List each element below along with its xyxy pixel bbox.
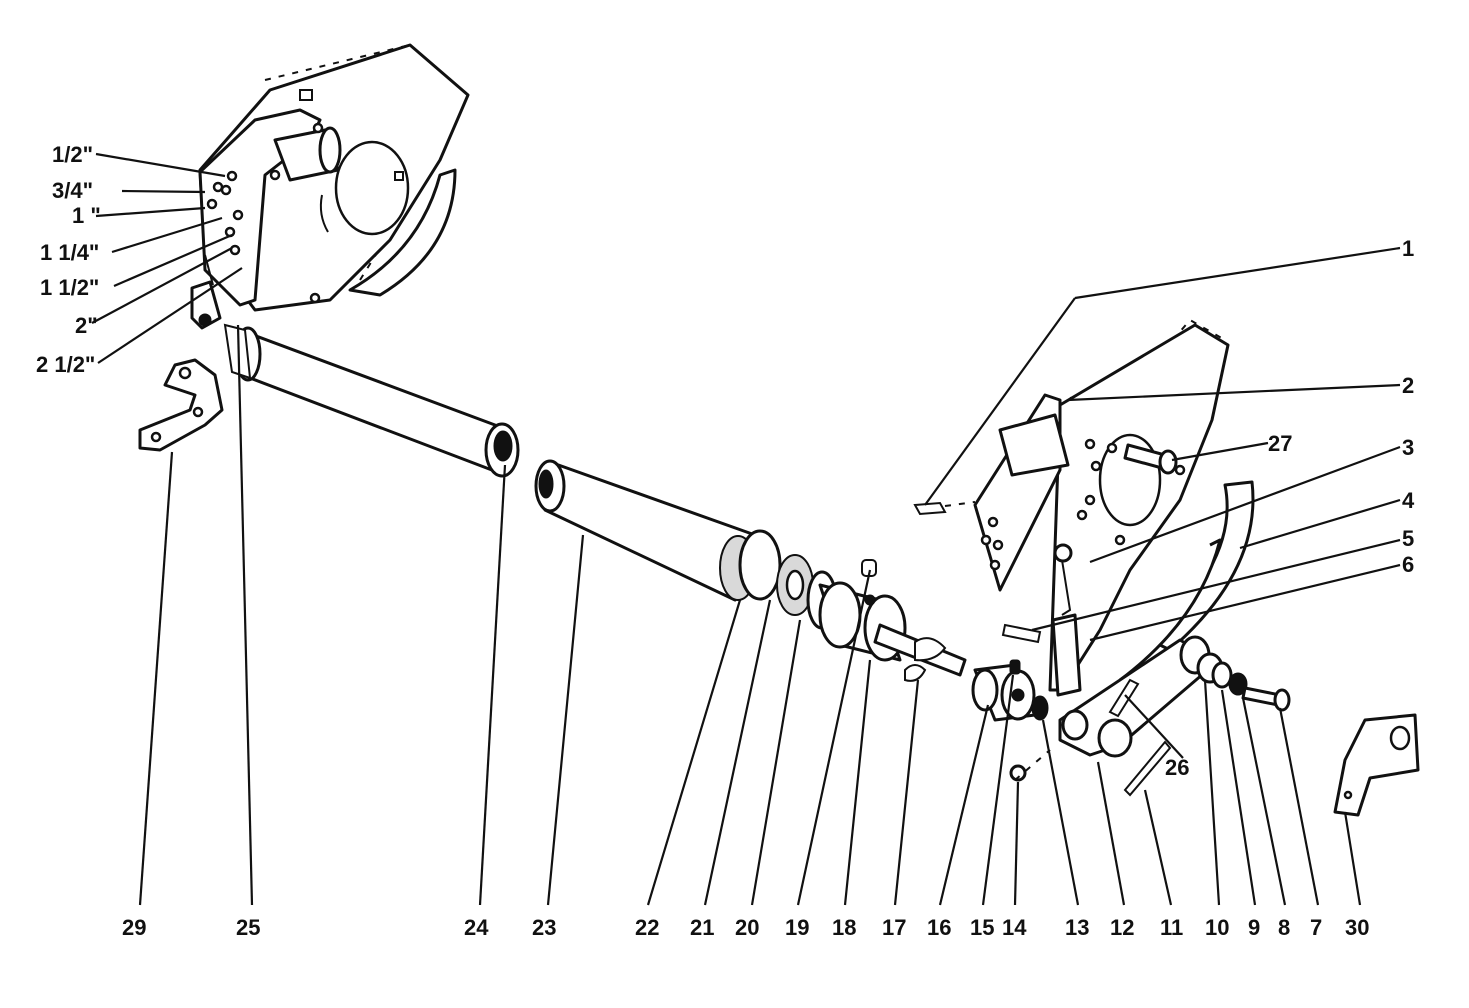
- callout-7: 7: [1310, 915, 1322, 940]
- left-bracket-29: [138, 358, 224, 452]
- callout-1: 1: [1402, 236, 1414, 261]
- callout-6: 6: [1402, 552, 1414, 577]
- part-number-labels: 1 2 3 4 5 6 27 26 29 25 24 23 22 21 20 1…: [122, 236, 1415, 940]
- height-label-1-2: 1/2": [52, 142, 93, 167]
- right-bracket-30: [1333, 713, 1420, 817]
- callout-25: 25: [236, 915, 260, 940]
- callout-13: 13: [1065, 915, 1089, 940]
- callout-17: 17: [882, 915, 906, 940]
- callout-10: 10: [1205, 915, 1229, 940]
- callout-11: 11: [1160, 915, 1183, 940]
- callout-16: 16: [927, 915, 951, 940]
- height-label-2-1-2: 2 1/2": [36, 352, 95, 377]
- callout-23: 23: [532, 915, 556, 940]
- callout-27: 27: [1268, 431, 1292, 456]
- callout-26: 26: [1165, 755, 1189, 780]
- callout-2: 2: [1402, 373, 1414, 398]
- roller-tube-left: [223, 323, 520, 478]
- height-label-2: 2": [75, 313, 98, 338]
- bearing-stack: [738, 529, 967, 682]
- callout-14: 14: [1002, 915, 1027, 940]
- callout-22: 22: [635, 915, 659, 940]
- height-label-1-1-4: 1 1/4": [40, 240, 99, 265]
- callout-21: 21: [690, 915, 714, 940]
- callout-24: 24: [464, 915, 489, 940]
- collar-and-washers: [971, 659, 1049, 782]
- callout-3: 3: [1402, 435, 1414, 460]
- callout-4: 4: [1402, 488, 1415, 513]
- callout-8: 8: [1278, 915, 1290, 940]
- callout-30: 30: [1345, 915, 1369, 940]
- callout-18: 18: [832, 915, 856, 940]
- height-label-3-4: 3/4": [52, 178, 93, 203]
- callout-5: 5: [1402, 526, 1414, 551]
- leader-lines: [91, 152, 1401, 906]
- callout-12: 12: [1110, 915, 1134, 940]
- callout-20: 20: [735, 915, 759, 940]
- height-label-1-1-2: 1 1/2": [40, 275, 99, 300]
- right-side-plate: [913, 318, 1291, 797]
- roller-tube-right: [534, 459, 757, 602]
- callout-29: 29: [122, 915, 146, 940]
- callout-15: 15: [970, 915, 994, 940]
- left-side-plate: [190, 43, 470, 330]
- callout-9: 9: [1248, 915, 1260, 940]
- callout-19: 19: [785, 915, 809, 940]
- height-label-1: 1 ": [72, 203, 101, 228]
- height-setting-labels: 1/2" 3/4" 1 " 1 1/4" 1 1/2" 2" 2 1/2": [36, 142, 101, 377]
